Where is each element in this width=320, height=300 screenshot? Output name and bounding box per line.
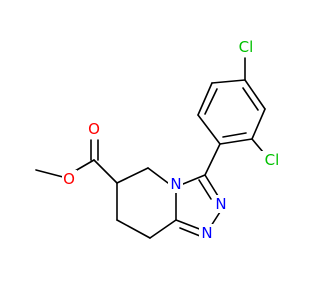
- methoxy-oxygen-atom: O: [62, 170, 77, 188]
- atom-background: [260, 151, 284, 169]
- atom-background: [234, 38, 258, 56]
- atom-label-carbonyl-o: O: [88, 120, 100, 138]
- bond-ph2-ph3: [197, 82, 213, 116]
- bond-n2-n1: [210, 211, 221, 227]
- bond-ph5-ph6: [251, 108, 266, 140]
- bond-ph4-ph5: [244, 79, 266, 110]
- bond-c8a-c8: [149, 219, 177, 239]
- bond-n4-c3: [182, 174, 206, 185]
- triazole-nitrogen-upper-atom: N: [213, 195, 228, 213]
- bond-c3-phenyl: [204, 143, 221, 176]
- atom-background: [168, 175, 183, 193]
- atom-background: [87, 120, 102, 138]
- bond-ph2-ph3-inner: [204, 88, 218, 115]
- bond-layer: [35, 57, 266, 239]
- bond-c6-c5: [116, 167, 149, 184]
- carbonyl-oxygen-atom: O: [87, 120, 102, 138]
- atom-background: [213, 195, 228, 213]
- bond-oxygen-carbonyl: [74, 159, 95, 172]
- atom-label-layer: O O N N N Cl Cl: [62, 38, 284, 242]
- bond-c3-n2-double-1: [204, 174, 219, 197]
- para-chlorine-atom: Cl: [234, 38, 258, 56]
- bond-ph4-ph5-inner: [242, 87, 259, 111]
- atom-label-methoxy-o: O: [63, 170, 75, 188]
- bond-methyl-oxygen: [35, 169, 64, 178]
- bond-c3-n2-double-2: [198, 179, 212, 200]
- bond-c5-n4: [147, 167, 169, 184]
- bridge-nitrogen-atom: N: [168, 175, 183, 193]
- bond-carbonyl-ring: [93, 159, 118, 184]
- bond-n1-c8a-double-1: [175, 219, 203, 231]
- atom-label-para-cl: Cl: [239, 38, 254, 56]
- bond-ph3-ph4: [211, 79, 246, 84]
- ortho-chlorine-atom: Cl: [260, 151, 284, 169]
- bond-c8-c7: [116, 219, 151, 239]
- bond-n1-c8a-double-2: [179, 227, 201, 237]
- atom-background: [199, 224, 214, 242]
- atom-label-bridge-n: N: [170, 175, 181, 193]
- atom-label-triazole-n-upper: N: [215, 195, 226, 213]
- bond-ph6-cl: [251, 138, 264, 153]
- atom-label-ortho-cl: Cl: [265, 151, 280, 169]
- triazole-nitrogen-lower-atom: N: [199, 224, 214, 242]
- bond-ph6-ph1: [219, 138, 253, 145]
- atom-label-triazole-n-lower: N: [201, 224, 212, 242]
- bond-ph6-ph1-inner: [222, 132, 247, 138]
- molecule-structure-diagram: O O N N N Cl Cl: [35, 38, 284, 242]
- bond-ph1-ph2: [197, 114, 221, 145]
- atom-background: [62, 170, 77, 188]
